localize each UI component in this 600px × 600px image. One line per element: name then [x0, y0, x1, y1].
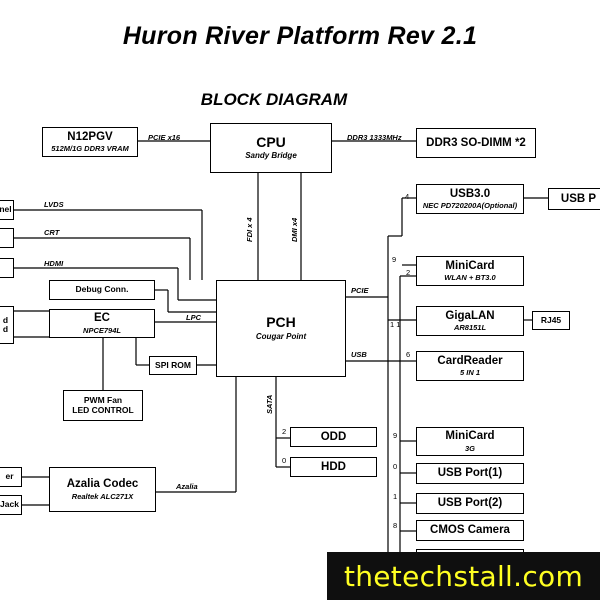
diagram-subtitle: BLOCK DIAGRAM	[200, 90, 348, 109]
dmi-label: DMI x4	[290, 217, 299, 242]
watermark-text: thetechstall.com	[343, 559, 584, 593]
minicard-3g-detail: 3G	[464, 443, 475, 453]
cmos-camera-block: CMOS Camera	[416, 520, 524, 541]
hdmi-edge-box	[0, 258, 14, 278]
cpu-block: CPU Sandy Bridge	[210, 123, 332, 173]
rj45-block: RJ45	[532, 311, 570, 330]
minicard-wlan-detail: WLAN + BT3.0	[444, 273, 496, 283]
port-num-gigalan: 1 1	[390, 320, 401, 329]
ec-detail: NPCE794L	[83, 325, 121, 335]
panel-edge-box: nel	[0, 200, 14, 220]
port-num-usb3: 4	[405, 192, 410, 201]
cmos-camera-name: CMOS Camera	[430, 524, 510, 537]
pch-name: PCH	[266, 314, 296, 331]
pcie-x16-label: PCIE x16	[148, 133, 181, 142]
rj45-name: RJ45	[540, 314, 562, 325]
odd-name: ODD	[320, 430, 347, 443]
diagram-title: Huron River Platform Rev 2.1	[122, 22, 478, 50]
ddr3-bus-label: DDR3 1333MHz	[347, 133, 402, 142]
usb-port-right-name: USB P	[560, 192, 597, 205]
cpu-detail: Sandy Bridge	[245, 151, 297, 161]
usb3-name: USB3.0	[449, 187, 491, 200]
jack-edge-text: Jack	[0, 499, 19, 510]
usb-port-right-block: USB P	[548, 188, 600, 210]
kb-text-b: d	[2, 324, 9, 334]
lpc-label: LPC	[186, 313, 201, 322]
port-num-minicard-wlan-pcie: 9	[392, 255, 397, 264]
usb3-block: USB3.0 NEC PD720200A(Optional)	[416, 184, 524, 214]
ddr3-name: DDR3 SO-DIMM *2	[426, 136, 526, 149]
port-num-usb-port-2: 1	[393, 492, 398, 501]
panel-edge-text: nel	[0, 204, 12, 215]
usb-port-2-name: USB Port(2)	[437, 497, 503, 510]
usb-label: USB	[351, 350, 367, 359]
ddr3-block: DDR3 SO-DIMM *2	[416, 128, 536, 158]
pwm-fan-block: PWM Fan LED CONTROL	[63, 390, 143, 421]
port-num-cardreader: 6	[406, 350, 411, 359]
minicard-3g-block: MiniCard 3G	[416, 427, 524, 456]
debug-name: Debug Conn.	[75, 284, 129, 295]
minicard-wlan-name: MiniCard	[445, 259, 495, 272]
gpu-detail: 512M/1G DDR3 VRAM	[51, 144, 129, 154]
gpu-block: N12PGV 512M/1G DDR3 VRAM	[42, 127, 138, 157]
odd-block: ODD	[290, 427, 377, 447]
ec-name: EC	[94, 312, 110, 325]
debug-connector-block: Debug Conn.	[49, 280, 155, 300]
jack-edge-box: Jack	[0, 495, 22, 515]
fan-detail: LED CONTROL	[72, 404, 134, 415]
spi-rom-block: SPI ROM	[149, 356, 197, 375]
port-num-usb-port-1: 0	[393, 462, 398, 471]
hdd-name: HDD	[321, 460, 346, 473]
gpu-name: N12PGV	[67, 130, 113, 143]
port-num-odd: 2	[282, 427, 287, 436]
fan-name: PWM Fan	[83, 395, 123, 406]
usb-port-1-name: USB Port(1)	[437, 467, 503, 480]
pch-block: PCH Cougar Point	[216, 280, 346, 377]
hdmi-label: HDMI	[44, 259, 64, 268]
spi-name: SPI ROM	[155, 359, 191, 370]
codec-detail: Realtek ALC271X	[71, 491, 134, 501]
pcie-label: PCIE	[351, 286, 369, 295]
port-num-minicard-wlan-usb: 2	[406, 268, 411, 277]
kb-text-a: d	[2, 314, 9, 325]
usb3-detail: NEC PD720200A(Optional)	[422, 201, 518, 211]
azalia-codec-block: Azalia Codec Realtek ALC271X	[49, 467, 156, 512]
usb-port-2-block: USB Port(2)	[416, 493, 524, 514]
port-num-minicard-3g: 9	[393, 431, 398, 440]
sata-label: SATA	[265, 394, 274, 414]
cardreader-name: CardReader	[437, 354, 503, 367]
gigalan-detail: AR8151L	[453, 323, 487, 333]
keyboard-edge-box: d d	[0, 306, 14, 344]
speaker-edge-text: er	[5, 471, 14, 482]
watermark-banner: thetechstall.com	[327, 552, 600, 600]
cpu-name: CPU	[256, 133, 286, 150]
azalia-label: Azalia	[176, 482, 198, 491]
port-num-hdd: 0	[282, 456, 287, 465]
speaker-edge-box: er	[0, 467, 22, 487]
crt-label: CRT	[44, 228, 60, 237]
lvds-label: LVDS	[44, 200, 64, 209]
pch-detail: Cougar Point	[255, 331, 307, 341]
gigalan-block: GigaLAN AR8151L	[416, 306, 524, 336]
minicard-3g-name: MiniCard	[445, 430, 495, 443]
usb-port-1-block: USB Port(1)	[416, 463, 524, 484]
minicard-wlan-block: MiniCard WLAN + BT3.0	[416, 256, 524, 286]
hdd-block: HDD	[290, 457, 377, 477]
gigalan-name: GigaLAN	[445, 309, 495, 322]
crt-edge-box	[0, 228, 14, 248]
fdi-label: FDI x 4	[245, 217, 254, 242]
codec-name: Azalia Codec	[66, 478, 139, 491]
port-num-camera: 8	[393, 521, 398, 530]
cardreader-detail: 5 IN 1	[459, 368, 480, 378]
cardreader-block: CardReader 5 IN 1	[416, 351, 524, 381]
ec-block: EC NPCE794L	[49, 309, 155, 338]
